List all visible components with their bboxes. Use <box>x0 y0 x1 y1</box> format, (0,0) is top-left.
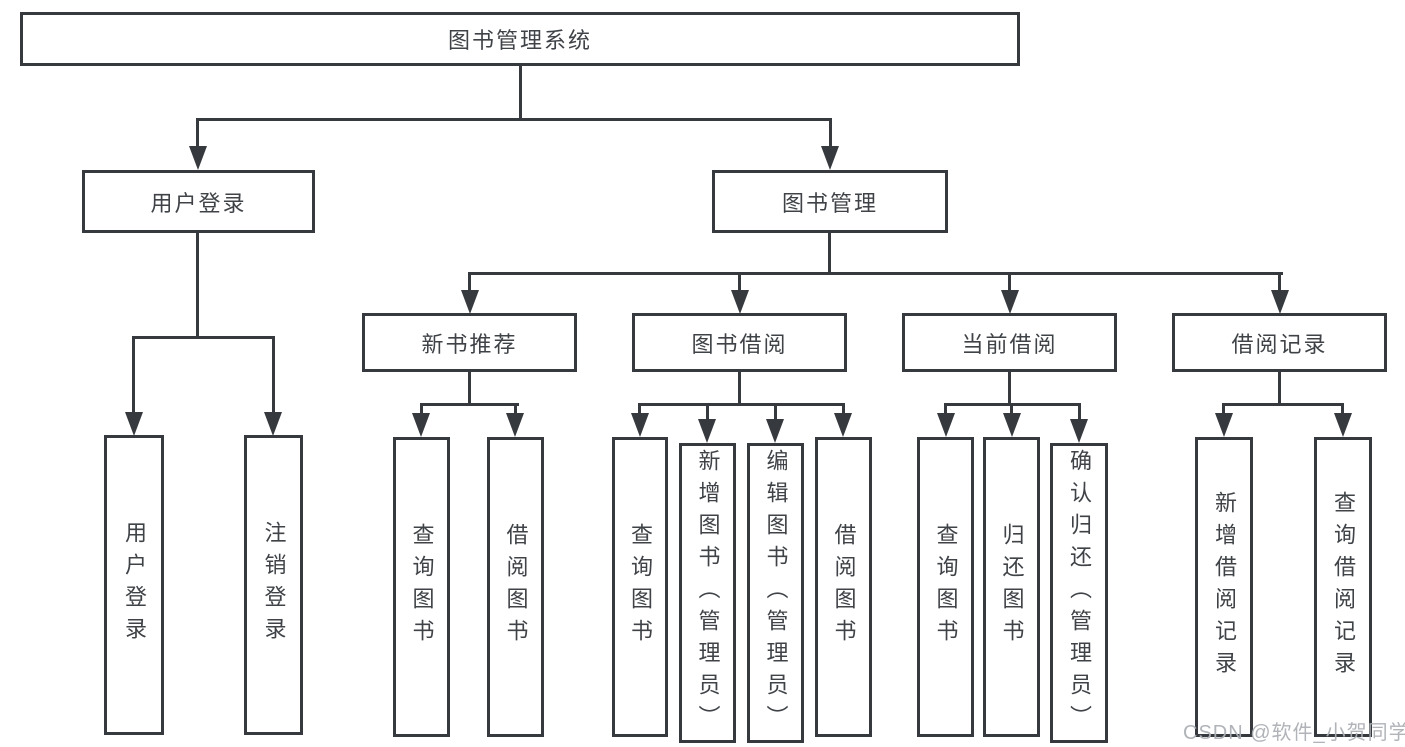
node-label: 查询图书 <box>933 523 959 651</box>
node-root: 图书管理系统 <box>20 12 1020 66</box>
connector-line <box>1341 403 1344 415</box>
node-label: 查询图书 <box>409 523 435 651</box>
node-user-login: 用户登录 <box>82 170 315 233</box>
connector-line <box>1010 403 1013 415</box>
connector-line <box>1078 403 1081 421</box>
node-book-borrow: 图书借阅 <box>632 313 847 372</box>
connector-line <box>1278 372 1281 403</box>
arrowhead-icon <box>125 412 143 436</box>
connector-line <box>738 372 741 403</box>
arrowhead-icon <box>506 413 524 437</box>
arrowhead-icon <box>834 413 852 437</box>
node-label: 查询借阅记录 <box>1331 491 1356 683</box>
arrowhead-icon <box>766 419 784 443</box>
connector-line <box>196 118 199 148</box>
connector-line <box>420 403 519 406</box>
arrowhead-icon <box>1070 419 1088 443</box>
connector-line <box>420 403 423 415</box>
connector-line <box>638 403 845 406</box>
node-label: 用户登录 <box>122 521 147 649</box>
connector-line <box>1222 403 1225 415</box>
arrowhead-icon <box>412 413 430 437</box>
connector-line <box>638 403 641 415</box>
node-current-borrow: 当前借阅 <box>902 313 1117 372</box>
connector-line <box>1278 272 1281 292</box>
arrowhead-icon <box>698 419 716 443</box>
arrowhead-icon <box>264 412 282 436</box>
connector-line <box>774 403 777 421</box>
leaf-logout: 注销登录 <box>244 435 303 735</box>
node-label: 新书推荐 <box>421 331 518 357</box>
leaf-query-books-1: 查询图书 <box>393 437 450 737</box>
arrowhead-icon <box>1271 290 1289 314</box>
connector-line <box>1008 272 1011 292</box>
connector-line <box>738 272 741 292</box>
leaf-borrow-books-2: 借阅图书 <box>815 437 872 737</box>
leaf-query-books-3: 查询图书 <box>917 437 974 737</box>
connector-line <box>944 403 947 415</box>
connector-line <box>132 336 135 414</box>
leaf-user-login: 用户登录 <box>104 435 164 735</box>
node-label: 图书管理系统 <box>447 28 592 53</box>
leaf-add-books-admin: 新增图书（管理员） <box>679 443 736 743</box>
arrowhead-icon <box>731 290 749 314</box>
connector-line <box>842 403 845 415</box>
leaf-edit-books-admin: 编辑图书（管理员） <box>747 443 804 743</box>
node-label: 借阅记录 <box>1231 331 1328 357</box>
connector-line <box>829 118 832 148</box>
node-book-management: 图书管理 <box>712 170 948 233</box>
arrowhead-icon <box>1215 413 1233 437</box>
arrowhead-icon <box>461 290 479 314</box>
node-label: 用户登录 <box>150 190 247 216</box>
connector-line <box>272 336 275 414</box>
csdn-watermark: CSDN @软件_小贺同学 <box>1183 722 1405 744</box>
connector-line <box>132 336 275 339</box>
leaf-query-books-2: 查询图书 <box>612 437 668 737</box>
node-label: 当前借阅 <box>961 331 1058 357</box>
node-label: 借阅图书 <box>503 523 529 651</box>
leaf-query-borrow-record: 查询借阅记录 <box>1314 437 1372 737</box>
connector-line <box>1222 403 1344 406</box>
leaf-return-books: 归还图书 <box>983 437 1040 737</box>
arrowhead-icon <box>1334 413 1352 437</box>
node-label: 注销登录 <box>261 521 287 649</box>
connector-line <box>1008 372 1011 403</box>
node-borrow-records: 借阅记录 <box>1172 313 1387 372</box>
arrowhead-icon <box>631 413 649 437</box>
connector-line <box>196 118 832 121</box>
node-new-book-recommend: 新书推荐 <box>362 313 577 372</box>
node-label: 编辑图书（管理员） <box>763 449 789 737</box>
node-label: 图书借阅 <box>691 331 788 357</box>
connector-line <box>706 403 709 421</box>
leaf-add-borrow-record: 新增借阅记录 <box>1195 437 1253 737</box>
arrowhead-icon <box>937 413 955 437</box>
connector-line <box>196 233 199 336</box>
connector-line <box>468 372 471 403</box>
arrowhead-icon <box>1001 290 1019 314</box>
arrowhead-icon <box>189 146 207 170</box>
arrowhead-icon <box>821 146 839 170</box>
connector-line <box>468 272 1283 275</box>
connector-line <box>519 66 522 118</box>
connector-line <box>514 403 517 415</box>
leaf-confirm-return-admin: 确认归还（管理员） <box>1050 443 1108 743</box>
node-label: 确认归还（管理员） <box>1067 449 1092 737</box>
node-label: 新增图书（管理员） <box>695 449 721 737</box>
arrowhead-icon <box>1003 413 1021 437</box>
node-label: 图书管理 <box>781 190 878 216</box>
node-label: 查询图书 <box>628 523 653 651</box>
node-label: 借阅图书 <box>831 523 857 651</box>
node-label: 新增借阅记录 <box>1212 491 1237 683</box>
connector-line <box>828 233 831 272</box>
leaf-borrow-books-1: 借阅图书 <box>487 437 544 737</box>
connector-line <box>468 272 471 292</box>
node-label: 归还图书 <box>999 523 1025 651</box>
